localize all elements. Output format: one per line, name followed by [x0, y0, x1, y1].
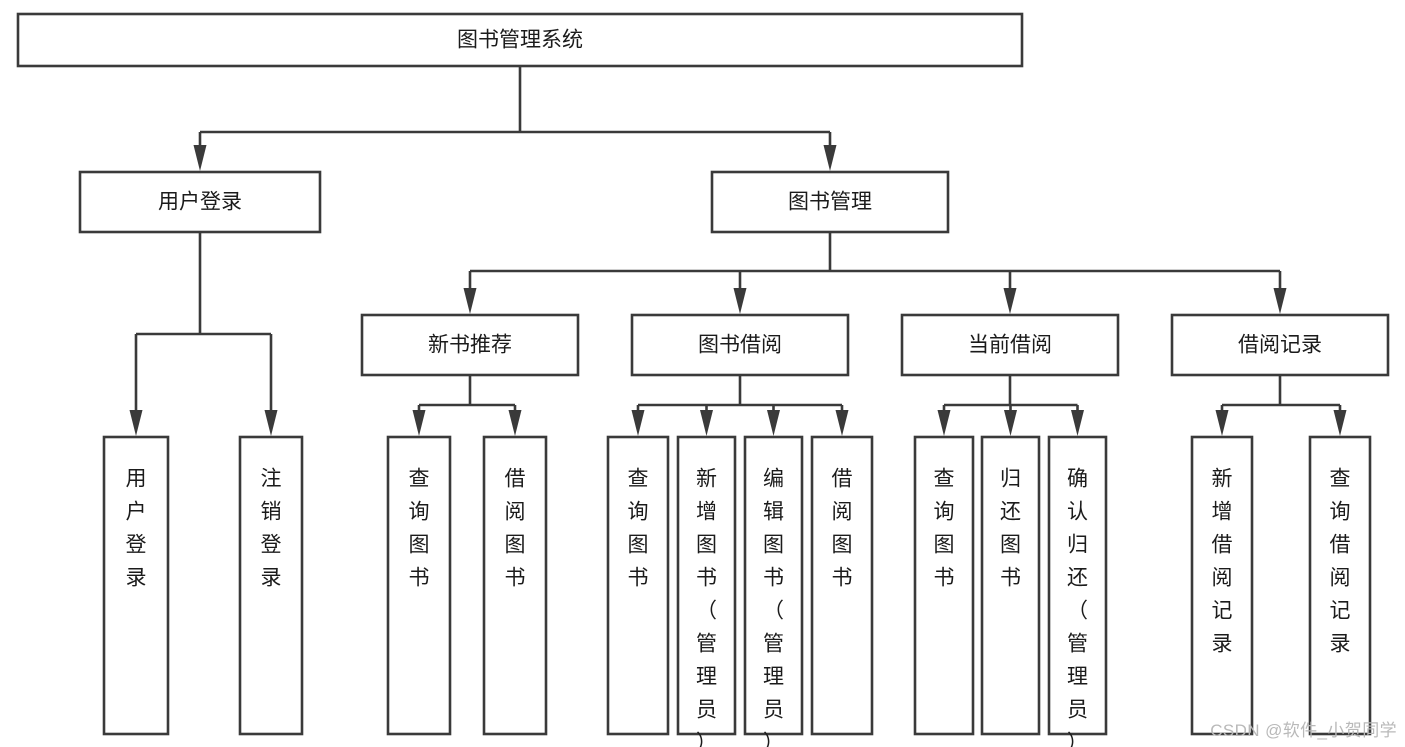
node-box-leaf-add-book[interactable]	[676, 435, 737, 736]
node-box-leaf-user-login[interactable]	[102, 435, 170, 736]
node-label-leaf-add-record: 新增借阅记录	[1212, 467, 1233, 655]
node-label-leaf-query-book-2: 查询图书	[628, 467, 649, 589]
arrow-head-borrow-record	[1273, 288, 1287, 314]
node-label-leaf-edit-book: 编辑图书（管理员）	[763, 467, 784, 747]
node-new-book-recommend[interactable]: 新书推荐	[360, 313, 580, 377]
node-leaf-logout[interactable]: 注销登录	[238, 435, 304, 736]
node-root[interactable]: 图书管理系统	[16, 12, 1024, 68]
arrow-head-leaf-query-record	[1333, 410, 1347, 436]
arrow-head-leaf-confirm-return	[1071, 410, 1084, 436]
arrow-head-leaf-borrow-book-2	[835, 410, 849, 436]
node-box-root[interactable]	[16, 12, 1024, 68]
arrow-head-leaf-logout	[264, 410, 278, 436]
node-box-leaf-confirm-return[interactable]	[1047, 435, 1108, 736]
node-label-leaf-logout: 注销登录	[261, 467, 282, 589]
node-leaf-query-book-3[interactable]: 查询图书	[913, 435, 975, 736]
arrow-head-leaf-add-record	[1215, 410, 1229, 436]
node-borrow-record[interactable]: 借阅记录	[1170, 313, 1390, 377]
node-label-book-borrow: 图书借阅	[698, 334, 782, 357]
node-label-book-manage: 图书管理	[788, 191, 872, 214]
node-label-current-borrow: 当前借阅	[968, 334, 1052, 357]
node-box-user-login[interactable]	[78, 170, 322, 234]
arrow-head-current-borrow	[1003, 288, 1017, 314]
node-box-leaf-return-book[interactable]	[980, 435, 1041, 736]
arrow-head-leaf-add-book	[700, 410, 713, 436]
node-leaf-query-book-2[interactable]: 查询图书	[606, 435, 670, 736]
node-box-leaf-borrow-book-2[interactable]	[810, 435, 874, 736]
node-box-new-book-recommend[interactable]	[360, 313, 580, 377]
node-box-current-borrow[interactable]	[900, 313, 1120, 377]
node-label-leaf-return-book: 归还图书	[1000, 467, 1021, 589]
node-box-leaf-query-book-2[interactable]	[606, 435, 670, 736]
node-leaf-add-record[interactable]: 新增借阅记录	[1190, 435, 1254, 736]
arrow-head-leaf-borrow-book-1	[508, 410, 522, 436]
arrow-head-leaf-query-book-3	[937, 410, 951, 436]
node-box-leaf-logout[interactable]	[238, 435, 304, 736]
arrow-head-book-borrow	[733, 288, 747, 314]
node-label-leaf-add-book: 新增图书（管理员）	[696, 467, 717, 747]
nodes-layer: 图书管理系统用户登录图书管理新书推荐图书借阅当前借阅借阅记录用户登录注销登录查询…	[16, 12, 1390, 747]
node-label-leaf-query-book-3: 查询图书	[934, 467, 955, 589]
node-leaf-borrow-book-1[interactable]: 借阅图书	[482, 435, 548, 736]
arrow-head-new-book-recommend	[463, 288, 477, 314]
node-box-leaf-query-record[interactable]	[1308, 435, 1372, 736]
node-label-leaf-query-record: 查询借阅记录	[1330, 467, 1351, 655]
node-box-borrow-record[interactable]	[1170, 313, 1390, 377]
node-leaf-add-book[interactable]: 新增图书（管理员）	[676, 435, 737, 747]
node-box-book-borrow[interactable]	[630, 313, 850, 377]
node-leaf-return-book[interactable]: 归还图书	[980, 435, 1041, 736]
node-label-new-book-recommend: 新书推荐	[428, 334, 512, 357]
node-leaf-confirm-return[interactable]: 确认归还（管理员）	[1047, 435, 1108, 747]
node-user-login[interactable]: 用户登录	[78, 170, 322, 234]
node-leaf-query-record[interactable]: 查询借阅记录	[1308, 435, 1372, 736]
arrow-head-book-manage	[823, 145, 837, 171]
node-label-leaf-query-book-1: 查询图书	[409, 467, 430, 589]
node-box-leaf-edit-book[interactable]	[743, 435, 804, 736]
node-box-leaf-query-book-1[interactable]	[386, 435, 452, 736]
node-label-borrow-record: 借阅记录	[1238, 334, 1322, 357]
node-box-leaf-borrow-book-1[interactable]	[482, 435, 548, 736]
arrow-head-leaf-return-book	[1004, 410, 1017, 436]
node-label-user-login: 用户登录	[158, 191, 242, 214]
connectors-layer	[129, 66, 1347, 436]
node-book-borrow[interactable]: 图书借阅	[630, 313, 850, 377]
node-box-leaf-query-book-3[interactable]	[913, 435, 975, 736]
arrow-head-user-login	[193, 145, 207, 171]
node-box-book-manage[interactable]	[710, 170, 950, 234]
node-label-leaf-borrow-book-2: 借阅图书	[832, 467, 853, 589]
node-label-leaf-confirm-return: 确认归还（管理员）	[1067, 467, 1088, 747]
node-label-root: 图书管理系统	[457, 29, 583, 52]
arrow-head-leaf-query-book-1	[412, 410, 426, 436]
node-leaf-edit-book[interactable]: 编辑图书（管理员）	[743, 435, 804, 747]
node-leaf-query-book-1[interactable]: 查询图书	[386, 435, 452, 736]
arrow-head-leaf-edit-book	[767, 410, 780, 436]
node-leaf-borrow-book-2[interactable]: 借阅图书	[810, 435, 874, 736]
arrow-head-leaf-user-login	[129, 410, 143, 436]
node-current-borrow[interactable]: 当前借阅	[900, 313, 1120, 377]
node-book-manage[interactable]: 图书管理	[710, 170, 950, 234]
node-box-leaf-add-record[interactable]	[1190, 435, 1254, 736]
arrow-head-leaf-query-book-2	[631, 410, 645, 436]
node-label-leaf-user-login: 用户登录	[126, 467, 147, 589]
node-leaf-user-login[interactable]: 用户登录	[102, 435, 170, 736]
node-label-leaf-borrow-book-1: 借阅图书	[505, 467, 526, 589]
